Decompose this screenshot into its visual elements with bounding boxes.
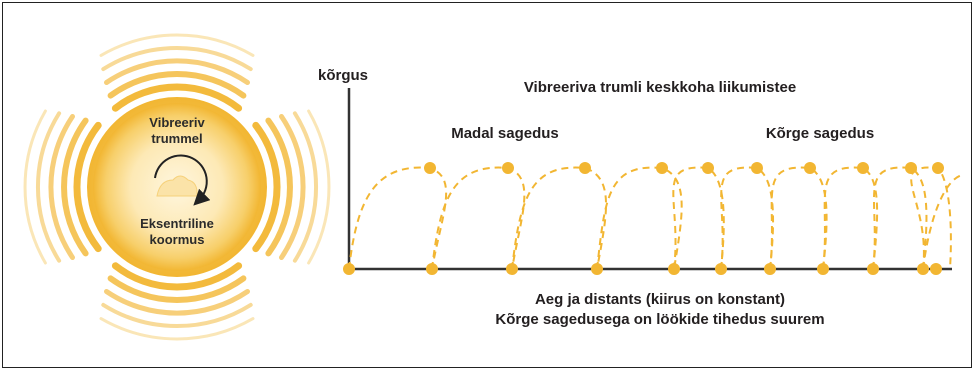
drum-label-line1: Vibreeriv (149, 115, 205, 130)
peak-point (702, 162, 714, 174)
ground-impact-point (817, 263, 829, 275)
eccentric-label-line1: Eksentriline (140, 216, 214, 231)
path-loop (348, 166, 448, 270)
path-points (343, 162, 944, 275)
low-frequency-label: Madal sagedus (451, 125, 559, 142)
wave-arc-top (101, 45, 253, 72)
ground-impact-point (764, 263, 776, 275)
wave-arc-right (279, 114, 306, 260)
wave-arc-right (292, 111, 319, 263)
path-loop (922, 174, 963, 270)
ground-impact-point (426, 263, 438, 275)
peak-point (932, 162, 944, 174)
wave-arc-bottom (104, 289, 250, 316)
vibrating-drum-illustration: Vibreeriv trummel Eksentriline koormus (23, 33, 331, 341)
eccentric-label-line2: koormus (150, 232, 205, 247)
wave-arc-left (61, 117, 89, 257)
peak-point (905, 162, 917, 174)
peak-point (424, 162, 436, 174)
wave-arc-left (73, 121, 102, 253)
wave-arc-left (23, 109, 47, 265)
wave-arc-right (307, 109, 331, 265)
ground-impact-point (917, 263, 929, 275)
path-loop (596, 166, 683, 270)
vibration-waves (23, 33, 331, 341)
path-loop (910, 166, 952, 270)
peak-point (857, 162, 869, 174)
ground-impact-point (668, 263, 680, 275)
path-loop (769, 166, 828, 270)
path-loop (511, 166, 607, 270)
wave-arc-top (99, 33, 255, 57)
eccentric-mass-icon (156, 175, 198, 197)
path-loop (822, 166, 879, 270)
wave-arc-bottom (99, 317, 255, 341)
drum-center-path (348, 166, 963, 270)
ground-impact-point (591, 263, 603, 275)
peak-point (751, 162, 763, 174)
path-diagram: kõrgus Vibreeriva trumli keskkoha liikum… (318, 67, 963, 328)
peak-point (656, 162, 668, 174)
x-axis-label-line1: Aeg ja distants (kiirus on konstant) (535, 291, 785, 308)
x-axis-label-line2: Kõrge sagedusega on löökide tihedus suur… (495, 311, 824, 328)
wave-arc-left (35, 111, 62, 263)
wave-arc-left (48, 114, 75, 260)
ground-impact-point (715, 263, 727, 275)
wave-arc-top (104, 58, 250, 85)
wave-arc-right (252, 121, 281, 253)
y-axis-label: kõrgus (318, 67, 368, 84)
rotation-arrow-icon (154, 154, 211, 206)
peak-point (502, 162, 514, 174)
wave-arc-bottom (111, 262, 243, 291)
ground-impact-point (930, 263, 942, 275)
peak-point (579, 162, 591, 174)
wave-arc-right (265, 117, 293, 257)
ground-impact-point (867, 263, 879, 275)
wave-arc-bottom (107, 275, 247, 303)
wave-arc-bottom (101, 302, 253, 329)
path-loop (720, 166, 775, 270)
drum-label-line2: trummel (151, 131, 202, 146)
ground-impact-point (343, 263, 355, 275)
high-frequency-label: Kõrge sagedus (766, 125, 874, 142)
peak-point (804, 162, 816, 174)
ground-impact-point (506, 263, 518, 275)
wave-arc-top (111, 83, 243, 112)
wave-arc-top (107, 71, 247, 99)
path-loop (872, 166, 928, 270)
diagram-title: Vibreeriva trumli keskkoha liikumistee (524, 79, 796, 96)
